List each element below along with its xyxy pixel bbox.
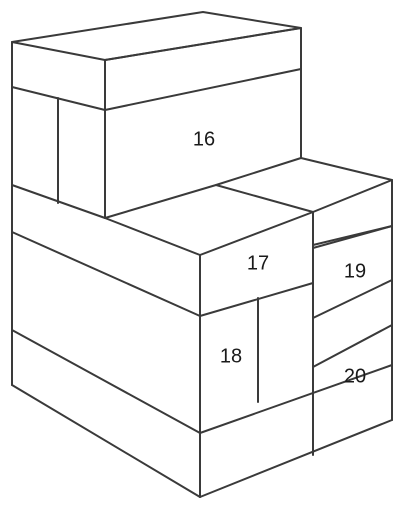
label-block-20: 20: [344, 365, 366, 387]
step-divider-line: [215, 184, 314, 213]
front-right-section: [199, 179, 393, 498]
right-face-line-4: [312, 225, 393, 249]
label-block-16: 16: [193, 128, 215, 150]
middle-left-band-top: [11, 184, 106, 219]
bottom-left-edge: [11, 384, 201, 498]
bottom-tier: [11, 329, 393, 498]
right-face-line-3: [312, 324, 393, 368]
top-block-front-face: [104, 27, 302, 159]
bottom-left-band-line: [11, 329, 201, 434]
block-17-bottom-edge: [199, 282, 314, 317]
top-block: [11, 11, 302, 219]
label-block-19: 19: [344, 260, 366, 282]
bottom-right-edge: [199, 419, 393, 498]
middle-left-band-bottom: [11, 231, 201, 317]
top-block-band-line: [104, 68, 302, 111]
label-block-18: 18: [220, 345, 242, 367]
label-block-17: 17: [247, 252, 269, 274]
right-face-line-2: [312, 279, 393, 319]
lower-front-line: [199, 364, 393, 434]
